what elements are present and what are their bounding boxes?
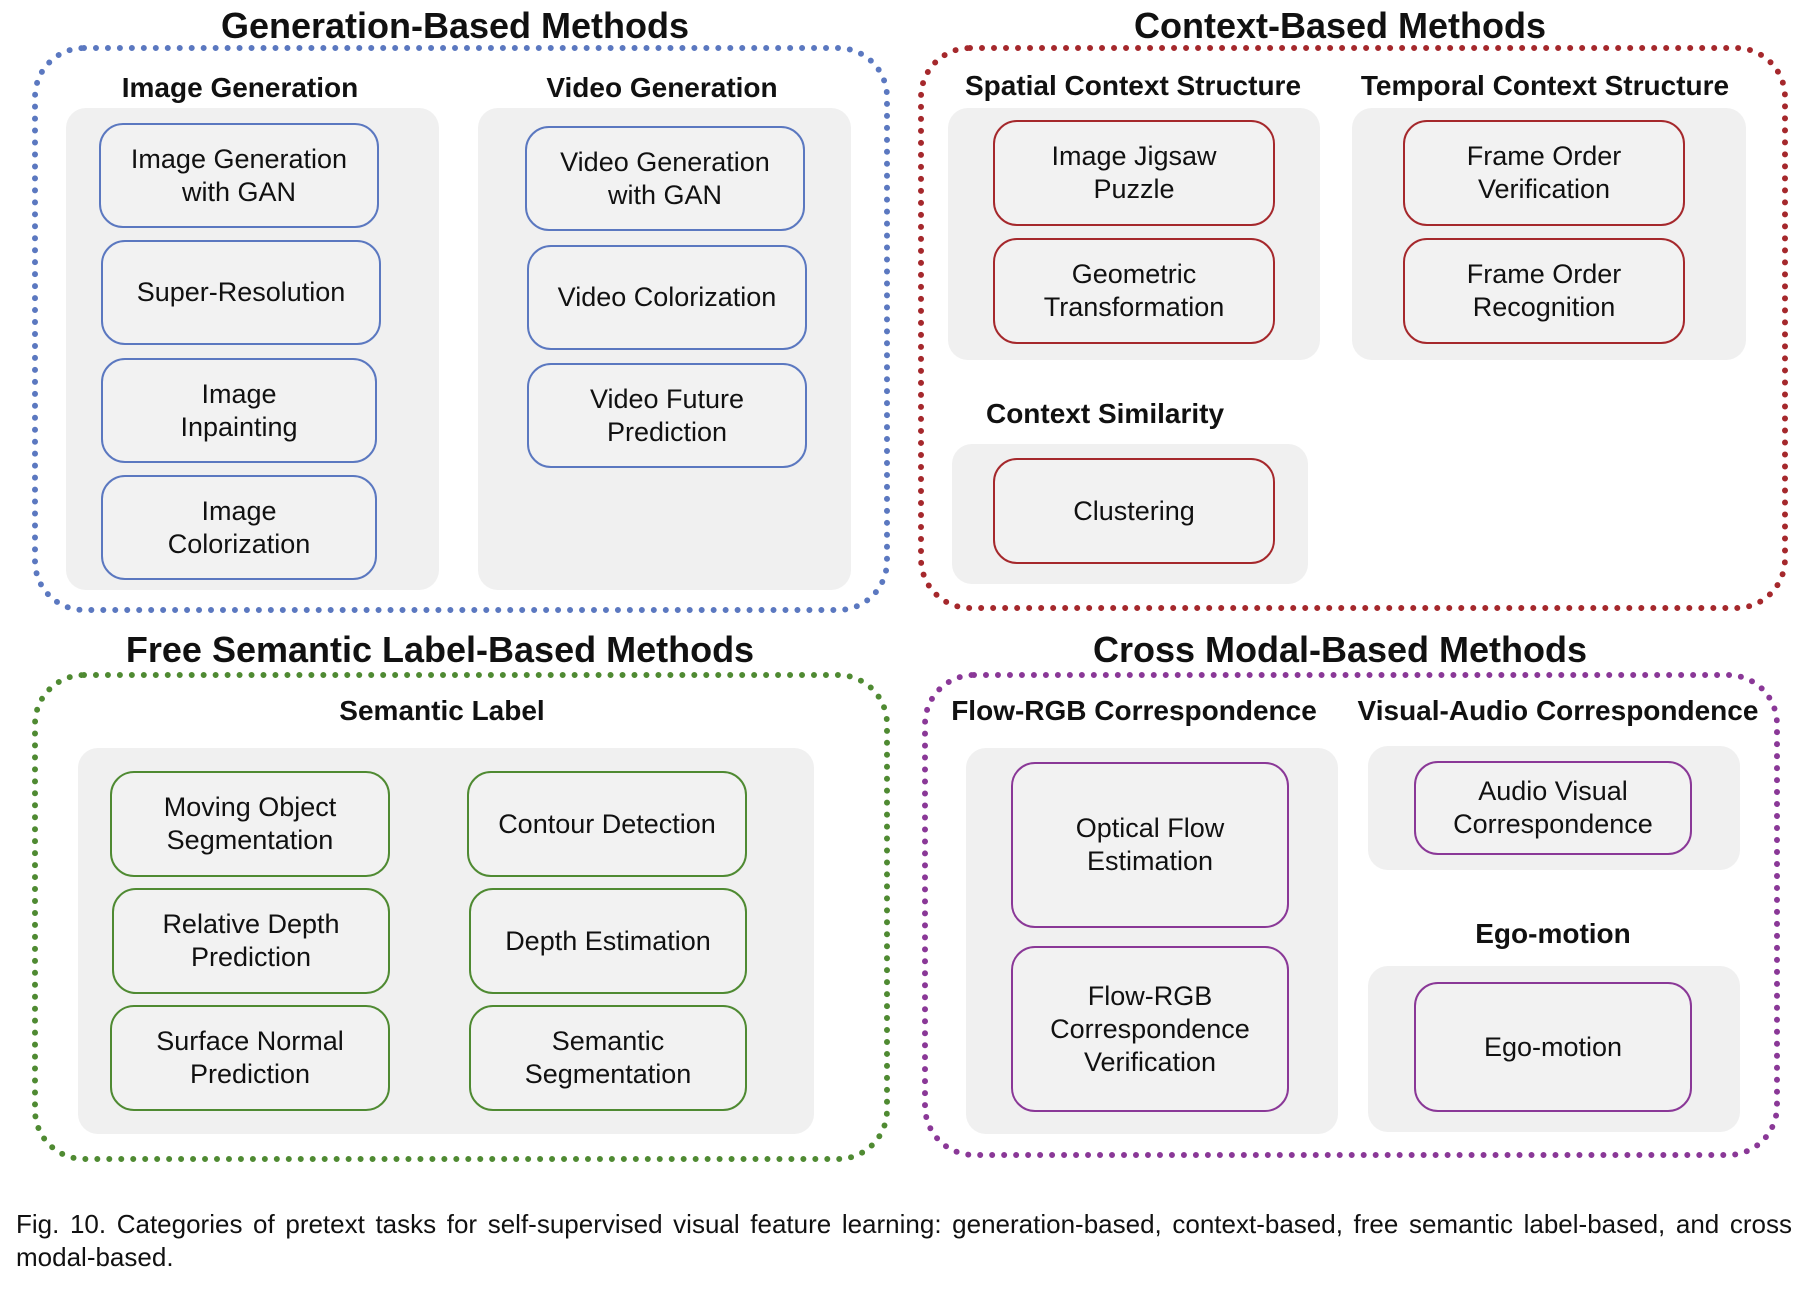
generation-quadrant-title: Generation-Based Methods (220, 5, 690, 46)
task-image-inpainting: Image Inpainting (101, 358, 377, 463)
context-similarity-title: Context Similarity (985, 398, 1225, 429)
semantic-label-title: Semantic Label (339, 695, 545, 726)
context-quadrant-title: Context-Based Methods (1133, 5, 1547, 46)
task-contour-detection: Contour Detection (467, 771, 747, 877)
task-ego-motion: Ego-motion (1414, 982, 1692, 1112)
task-relative-depth-prediction: Relative Depth Prediction (112, 888, 390, 994)
task-flow-rgb-correspondence-verification: Flow-RGB Correspondence Verification (1011, 946, 1289, 1112)
task-video-future-prediction: Video Future Prediction (527, 363, 807, 468)
video-generation-title: Video Generation (546, 72, 778, 103)
context-frame (918, 45, 1788, 611)
semantic-frame (32, 672, 890, 1162)
generation-frame (32, 45, 890, 613)
flow-rgb-title: Flow-RGB Correspondence (951, 695, 1317, 726)
task-frame-order-verification: Frame Order Verification (1403, 120, 1685, 226)
task-geometric-transformation: Geometric Transformation (993, 238, 1275, 344)
task-semantic-segmentation: Semantic Segmentation (469, 1005, 747, 1111)
task-audio-visual-correspondence: Audio Visual Correspondence (1414, 761, 1692, 855)
figure-caption: Fig. 10. Categories of pretext tasks for… (16, 1209, 1792, 1272)
task-surface-normal-prediction: Surface Normal Prediction (110, 1005, 390, 1111)
image-generation-title: Image Generation (121, 72, 359, 103)
ego-motion-title: Ego-motion (1475, 918, 1631, 949)
spatial-context-title: Spatial Context Structure (964, 70, 1302, 101)
crossmodal-quadrant-title: Cross Modal-Based Methods (1092, 629, 1588, 670)
semantic-quadrant-title: Free Semantic Label-Based Methods (125, 629, 755, 670)
task-super-resolution: Super-Resolution (101, 240, 381, 345)
task-frame-order-recognition: Frame Order Recognition (1403, 238, 1685, 344)
task-moving-object-segmentation: Moving Object Segmentation (110, 771, 390, 877)
task-optical-flow-estimation: Optical Flow Estimation (1011, 762, 1289, 928)
task-depth-estimation: Depth Estimation (469, 888, 747, 994)
crossmodal-frame (922, 672, 1780, 1158)
task-clustering: Clustering (993, 458, 1275, 564)
temporal-context-title: Temporal Context Structure (1360, 70, 1730, 101)
task-video-generation-gan: Video Generation with GAN (525, 126, 805, 231)
task-image-colorization: Image Colorization (101, 475, 377, 580)
task-video-colorization: Video Colorization (527, 245, 807, 350)
visual-audio-title: Visual-Audio Correspondence (1357, 695, 1759, 726)
task-image-generation-gan: Image Generation with GAN (99, 123, 379, 228)
task-image-jigsaw-puzzle: Image Jigsaw Puzzle (993, 120, 1275, 226)
